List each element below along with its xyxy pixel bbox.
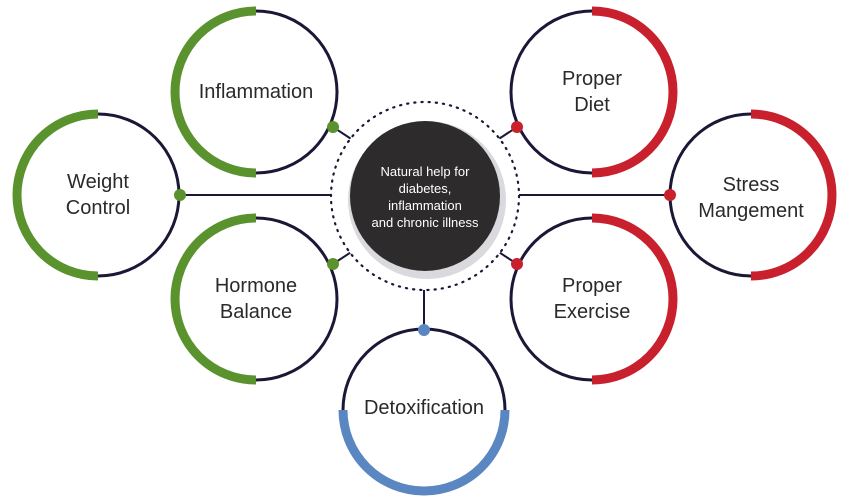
dot-proper-exercise xyxy=(511,258,523,270)
connectors xyxy=(180,126,670,330)
ring-hormone-balance-arc xyxy=(170,213,257,385)
ring-inflammation xyxy=(170,6,339,178)
dot-weight-control xyxy=(174,189,186,201)
dot-detoxification xyxy=(418,324,430,336)
dot-stress-mangement xyxy=(664,189,676,201)
ring-weight-control-arc xyxy=(12,109,99,281)
center-text-line: and chronic illness xyxy=(371,215,479,230)
ring-hormone-balance xyxy=(170,213,339,385)
ring-proper-exercise xyxy=(509,213,678,385)
connector-dots xyxy=(174,121,676,336)
center-hub xyxy=(329,100,521,292)
ring-stress-mangement xyxy=(668,109,837,281)
center-text-line: Natural help for xyxy=(380,164,470,179)
ring-proper-diet-arc xyxy=(591,6,678,178)
ring-detoxification xyxy=(338,327,510,496)
ring-weight-control xyxy=(12,109,181,281)
center-label: Natural help for diabetes, inflammation … xyxy=(360,152,490,242)
ring-proper-exercise-arc xyxy=(591,213,678,385)
ring-inflammation-arc xyxy=(170,6,257,178)
ring-proper-diet xyxy=(509,6,678,178)
center-disc xyxy=(350,121,500,271)
dot-inflammation xyxy=(327,121,339,133)
dot-proper-diet xyxy=(511,121,523,133)
satellite-rings xyxy=(12,6,837,496)
ring-detoxification-arc xyxy=(338,409,510,496)
ring-stress-mangement-arc xyxy=(750,109,837,281)
center-text-line: diabetes, xyxy=(398,181,452,196)
dot-hormone-balance xyxy=(327,258,339,270)
center-text-line: inflammation xyxy=(388,198,462,213)
